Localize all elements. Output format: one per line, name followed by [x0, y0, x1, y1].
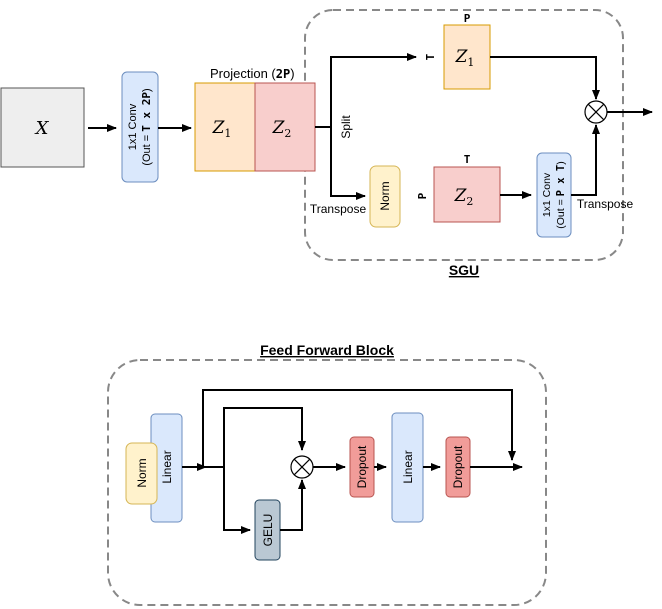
- sgu-norm-label: Norm: [378, 181, 392, 210]
- ffn-dropout2-label: Dropout: [451, 445, 465, 488]
- projection-z2-label: Z2: [272, 118, 292, 140]
- top-z1-label: Z1: [455, 47, 475, 69]
- arrow-split-to-top-z1: [330, 53, 417, 127]
- split-label: Split: [339, 115, 353, 139]
- input-x-box: [0, 87, 85, 168]
- bottom-z2-box: [433, 166, 501, 223]
- sgu-title: SGU: [449, 262, 479, 278]
- projection-title: Projection (2P): [210, 66, 295, 81]
- top-z1-dim-top: P: [464, 12, 471, 25]
- arrow-gelu-to-multiply: [280, 479, 306, 531]
- sgu-group-boundary: [304, 9, 624, 261]
- projection-z1-label: Z1: [212, 118, 232, 140]
- conv-out-label: 1x1 Conv: [541, 172, 553, 217]
- transpose-label-right: Transpose: [577, 197, 634, 211]
- input-x-label: X: [34, 118, 50, 139]
- arrow-upper-to-multiply: [223, 407, 306, 467]
- ffn-linear1-label: Linear: [160, 450, 174, 483]
- ffn-dropout1-label: Dropout: [355, 445, 369, 488]
- ffn-norm-label: Norm: [135, 458, 149, 487]
- ffn-gelu-label: GELU: [261, 514, 275, 547]
- sgu-multiply-cross-b: [587, 103, 605, 121]
- projection-z2-box: [254, 82, 316, 172]
- conv-out-out-label: (Out = P x T): [555, 161, 567, 229]
- ffn-linear2-label: Linear: [401, 450, 415, 483]
- ffn-group-boundary: [107, 359, 547, 606]
- ffn-multiply-cross-b: [293, 458, 311, 476]
- transpose-label-left: Transpose: [310, 202, 367, 216]
- conv-in-out-label: (Out = T x 2P): [140, 88, 153, 165]
- arrow-split-to-norm: [330, 127, 366, 200]
- arrow-residual-skip: [202, 389, 516, 467]
- bottom-z2-dim-top: T: [464, 153, 471, 166]
- bottom-z2-label: Z2: [454, 186, 474, 208]
- arrow-lower-to-gelu: [223, 467, 251, 534]
- arrow-conv-out-to-multiply: [571, 124, 600, 196]
- sgu-norm-box: [369, 165, 401, 228]
- conv-in-label: 1x1 Conv: [127, 103, 139, 150]
- ffn-norm-box: [125, 442, 158, 505]
- top-z1-dim-left: T: [424, 53, 437, 60]
- arrow-top-z1-to-multiply: [490, 56, 600, 100]
- projection-z1-box: [194, 82, 256, 172]
- bottom-z2-dim-left: P: [416, 192, 429, 199]
- ffn-title: Feed Forward Block: [260, 342, 394, 358]
